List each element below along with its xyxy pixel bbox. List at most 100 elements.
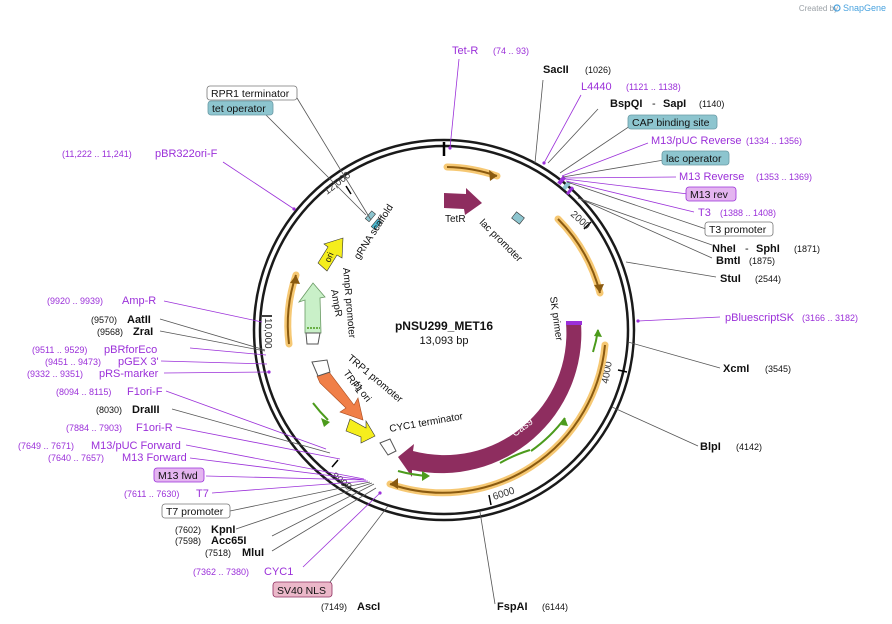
label-cyc1[interactable]: CYC1 — [264, 566, 293, 578]
label-prs-marker[interactable]: pRS-marker — [99, 368, 159, 380]
label-rpr1-terminator: RPR1 terminator — [211, 88, 290, 100]
label-lac-operator: lac operator — [666, 153, 722, 165]
label-m13-rev: M13 rev — [690, 189, 729, 201]
label-sphi[interactable]: SphI — [756, 243, 780, 255]
lac-promoter-feature[interactable] — [511, 211, 525, 225]
label-t7[interactable]: T7 — [196, 488, 209, 500]
ampr-feature-arrow[interactable] — [297, 282, 326, 334]
label-f1ori-f[interactable]: F1ori-F — [127, 386, 163, 398]
ori-feature-arrow[interactable] — [317, 237, 344, 272]
label-bspqi-pos: (1140) — [699, 99, 724, 109]
label-tet-r[interactable]: Tet-R — [452, 45, 478, 57]
m13-rev-box[interactable] — [685, 186, 737, 202]
label-l4440[interactable]: L4440 — [581, 81, 612, 93]
label-sacii-pos: (1026) — [585, 65, 611, 75]
label-pbrforeco[interactable]: pBRforEco — [104, 344, 157, 356]
label-t3[interactable]: T3 — [698, 207, 711, 219]
label-stui[interactable]: StuI — [720, 273, 741, 285]
label-t3-promoter: T3 promoter — [709, 224, 767, 236]
tick-label-2000: 2000 — [568, 209, 592, 232]
label-pbr322ori[interactable]: pBR322ori-F — [155, 148, 218, 160]
ampr-label: AmpR — [328, 289, 344, 318]
label-acc65i[interactable]: Acc65I — [211, 535, 246, 547]
sv40-nls-box[interactable] — [272, 581, 333, 598]
label-pgex3[interactable]: pGEX 3' — [118, 356, 159, 368]
label-nhei[interactable]: NheI — [712, 243, 736, 255]
label-blpi[interactable]: BlpI — [700, 441, 721, 453]
label-pgex3-range: (9451 .. 9473) — [45, 357, 101, 367]
label-f1ori-f-range: (8094 .. 8115) — [56, 387, 111, 397]
label-fspai[interactable]: FspAI — [497, 601, 528, 613]
label-asci-pos: (7149) — [321, 602, 347, 612]
label-sv40-nls: SV40 NLS — [277, 585, 326, 597]
backbone-outer-ring — [252, 138, 636, 522]
label-sapi[interactable]: SapI — [663, 98, 686, 110]
label-mlui[interactable]: MluI — [242, 547, 264, 559]
ampr-promoter-label: AmpR promoter — [340, 267, 357, 339]
cas9-feature-arrow[interactable] — [398, 323, 582, 477]
label-t3-range: (1388 .. 1408) — [720, 208, 776, 218]
label-kpni-pos: (7602) — [175, 525, 201, 535]
label-amp-r[interactable]: Amp-R — [122, 295, 156, 307]
label-aatii[interactable]: AatII — [127, 314, 151, 326]
ori-label: ori — [323, 251, 336, 264]
ampr-promoter-feature[interactable] — [305, 332, 321, 345]
tetr-label: TetR — [445, 214, 466, 225]
feature-highlight-arcs — [284, 163, 609, 497]
label-m13puc-reverse-range: (1334 .. 1356) — [746, 136, 802, 146]
label-m13-reverse[interactable]: M13 Reverse — [679, 171, 744, 183]
plasmid-name: pNSU299_MET16 — [395, 319, 493, 333]
tetr-feature-arrow[interactable] — [444, 188, 482, 215]
cyc1-terminator-feature[interactable] — [379, 438, 397, 456]
callout-dots — [267, 146, 640, 495]
grna-scaffold-feature[interactable] — [364, 210, 382, 231]
m13-fwd-box[interactable] — [153, 467, 205, 483]
label-bmti-pos: (1875) — [749, 256, 775, 266]
trp1-feature-arrow[interactable] — [316, 371, 364, 421]
label-bspqi[interactable]: BspQI — [610, 98, 642, 110]
label-zrai-pos: (9568) — [97, 327, 123, 337]
label-bmti[interactable]: BmtI — [716, 255, 740, 267]
label-bspqi-sep: - — [652, 98, 656, 110]
label-aatii-pos: (9570) — [91, 315, 117, 325]
lac-promoter-label: lac promoter — [477, 217, 525, 265]
label-t7-range: (7611 .. 7630) — [124, 489, 179, 499]
sk-primer-mark — [566, 321, 582, 325]
label-zrai[interactable]: ZraI — [133, 326, 153, 338]
cap-binding-site-box[interactable] — [627, 114, 718, 130]
rpr1-terminator-box[interactable] — [206, 85, 298, 101]
f1-ori-feature[interactable] — [345, 418, 376, 444]
label-amp-r-range: (9920 .. 9939) — [47, 296, 103, 306]
label-m13puc-reverse[interactable]: M13/pUC Reverse — [651, 135, 741, 147]
label-m13puc-forward[interactable]: M13/pUC Forward — [91, 440, 181, 452]
plasmid-size: 13,093 bp — [420, 335, 469, 347]
label-xcmi[interactable]: XcmI — [723, 363, 749, 375]
label-pbluescriptsk[interactable]: pBluescriptSK — [725, 312, 795, 324]
sk-primer-label: SK primer — [547, 296, 564, 342]
label-stui-pos: (2544) — [755, 274, 781, 284]
label-m13-fwd: M13 fwd — [158, 470, 198, 482]
label-blpi-pos: (4142) — [736, 442, 762, 452]
cyc1-terminator-label: CYC1 terminator — [389, 411, 465, 435]
label-sacii[interactable]: SacII — [543, 64, 569, 76]
label-m13puc-forward-range: (7649 .. 7671) — [18, 441, 74, 451]
label-mlui-pos: (7518) — [205, 548, 231, 558]
label-fspai-pos: (6144) — [542, 602, 568, 612]
label-m13-forward[interactable]: M13 Forward — [122, 452, 187, 464]
label-pbluescriptsk-range: (3166 .. 3182) — [802, 313, 858, 323]
tet-operator-box[interactable] — [207, 100, 274, 116]
lac-operator-box[interactable] — [661, 150, 730, 166]
label-asci[interactable]: AscI — [357, 601, 380, 613]
label-m13-forward-range: (7640 .. 7657) — [48, 453, 104, 463]
label-kpni[interactable]: KpnI — [211, 524, 235, 536]
ruler-ticks — [262, 185, 628, 506]
label-draiii[interactable]: DraIII — [132, 404, 160, 416]
label-xcmi-pos: (3545) — [765, 364, 791, 374]
label-f1ori-r[interactable]: F1ori-R — [136, 422, 173, 434]
t3-promoter-box[interactable] — [704, 221, 774, 237]
trp1-promoter-feature[interactable] — [311, 359, 331, 377]
t7-promoter-box[interactable] — [161, 503, 231, 519]
green-gene-arrows — [312, 329, 602, 481]
